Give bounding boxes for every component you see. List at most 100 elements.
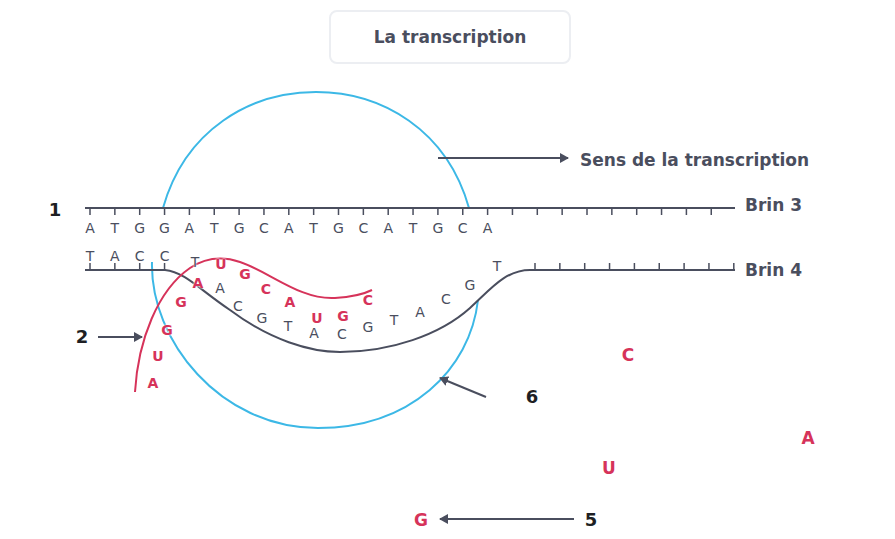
rna-base: U (215, 257, 226, 271)
dna-base: C (458, 221, 468, 235)
tick (586, 208, 588, 215)
free-nucleotide: G (414, 512, 428, 529)
dna-base: C (160, 249, 170, 263)
nucleotide-ticks (90, 208, 734, 270)
dna-base: T (191, 255, 200, 269)
tick (288, 208, 290, 215)
tick (609, 263, 611, 270)
dna-base: A (185, 221, 195, 235)
rna-base: A (148, 376, 159, 390)
dna-base: G (465, 278, 476, 292)
tick (114, 263, 116, 270)
free-nucleotide: A (801, 430, 814, 447)
tick (659, 263, 661, 270)
dna-base: A (309, 326, 319, 340)
dna-base: G (432, 221, 443, 235)
dna-base: C (259, 221, 269, 235)
tick (733, 263, 735, 270)
leader-line (440, 518, 574, 520)
tick (683, 263, 685, 270)
tick (263, 208, 265, 215)
callout-number: 2 (76, 328, 89, 346)
rna-base: G (175, 295, 187, 309)
rna-base: G (239, 267, 251, 281)
tick (437, 208, 439, 215)
tick (139, 263, 141, 270)
dna-base: T (86, 249, 95, 263)
tick (114, 208, 116, 215)
rna-base: C (363, 293, 373, 307)
strand-name: Brin 4 (745, 262, 802, 279)
tick (487, 208, 489, 215)
rna-base: G (337, 309, 349, 323)
leader-line (98, 336, 142, 338)
dna-base: A (85, 221, 95, 235)
rna-base: A (193, 276, 204, 290)
rna-base: G (161, 323, 173, 337)
tick (534, 263, 536, 270)
dna-base: A (284, 221, 294, 235)
dna-base: G (363, 320, 374, 334)
tick (686, 208, 688, 215)
dna-base: T (210, 221, 219, 235)
dna-base: T (284, 319, 293, 333)
rna-base: U (152, 349, 163, 363)
rna-base: C (261, 282, 271, 296)
dna-base: C (135, 249, 145, 263)
tick (512, 208, 514, 215)
coding-strand (85, 207, 735, 209)
dna-base: G (257, 311, 268, 325)
tick (139, 208, 141, 215)
dna-base: C (441, 292, 451, 306)
rna-base: U (311, 311, 322, 325)
tick (387, 208, 389, 215)
tick (412, 208, 414, 215)
tick (89, 208, 91, 215)
tick (611, 208, 613, 215)
dna-base: G (134, 221, 145, 235)
leader-line (440, 378, 486, 397)
free-nucleotide: C (622, 347, 634, 364)
bubble-upper-arc (163, 92, 469, 208)
dna-base: G (159, 221, 170, 235)
free-nucleotide: U (602, 460, 616, 477)
strand-name: Brin 3 (745, 197, 802, 214)
rna-strand (135, 259, 372, 392)
dna-base: T (111, 221, 120, 235)
callout-number: 5 (585, 511, 598, 529)
tick (559, 263, 561, 270)
dna-base: C (337, 327, 347, 341)
dna-base: T (493, 259, 502, 273)
template-strand (85, 270, 735, 352)
tick (214, 208, 216, 215)
tick (584, 263, 586, 270)
tick (164, 208, 166, 215)
dna-base: A (415, 305, 425, 319)
dna-base: T (409, 221, 418, 235)
tick (363, 208, 365, 215)
dna-base: C (358, 221, 368, 235)
tick (462, 208, 464, 215)
dna-base: G (234, 221, 245, 235)
dna-base: T (390, 313, 399, 327)
tick (634, 263, 636, 270)
tick (561, 208, 563, 215)
dna-base: A (215, 281, 225, 295)
tick (338, 208, 340, 215)
title: La transcription (374, 27, 527, 47)
tick (189, 208, 191, 215)
tick (661, 208, 663, 215)
dna-base: A (110, 249, 120, 263)
tick (164, 263, 166, 270)
tick (238, 208, 240, 215)
dna-base: T (309, 221, 318, 235)
tick (313, 208, 315, 215)
bubble-lower-arc (152, 262, 478, 428)
tick (711, 208, 713, 215)
direction-arrow (438, 157, 568, 159)
tick (708, 263, 710, 270)
callout-number: 1 (49, 201, 62, 219)
callout-number: 6 (526, 388, 539, 406)
dna-base: A (483, 221, 493, 235)
